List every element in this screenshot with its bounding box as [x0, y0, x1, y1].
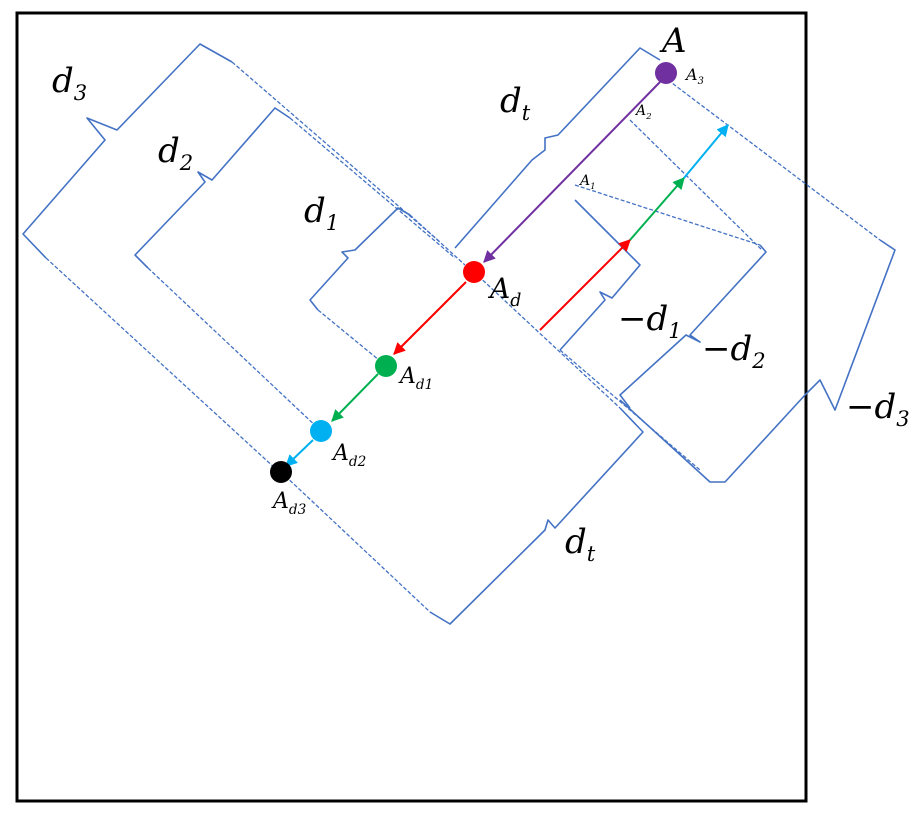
brace-dt-top [454, 47, 661, 249]
point-A [655, 62, 677, 84]
guide-neg-d3-lower [559, 349, 701, 471]
label-dt-bottom: dt [565, 522, 596, 566]
diagram-frame [15, 11, 808, 803]
label-A: A [659, 21, 687, 61]
vector-Ad-to-Ad1 [393, 281, 467, 355]
label-neg-d3: −d3 [846, 387, 910, 431]
guide-dt-mid [473, 271, 621, 409]
brace-neg-d1-inner [559, 199, 641, 351]
label-d2: d2 [158, 131, 193, 175]
point-Ad2 [310, 420, 332, 442]
label-Ad2: Ad2 [331, 441, 366, 470]
label-dt-top: dt [500, 81, 531, 125]
vector-neg-d3 [683, 124, 729, 179]
label-A3: A3 [684, 65, 704, 87]
brace-dt-bottom [429, 407, 644, 625]
vector-A-to-Ad [483, 81, 661, 263]
brace-d2 [134, 107, 291, 269]
label-Ad1: Ad1 [398, 364, 433, 393]
label-Ad3: Ad3 [271, 489, 307, 518]
label-neg-d1: −d1 [618, 299, 682, 343]
brace-d3 [22, 43, 233, 259]
vector-Ad2-to-Ad3 [285, 439, 314, 467]
vector-neg-d2 [629, 177, 685, 241]
label-Ad: Ad [487, 272, 521, 311]
label-d1: d1 [304, 191, 339, 235]
label-neg-d2: −d2 [702, 329, 766, 373]
point-Ad3 [270, 461, 292, 483]
guide-d1 [409, 214, 466, 266]
vector-neg-d1 [539, 239, 631, 331]
guide-dt-bottom [280, 471, 431, 613]
guide-A2 [629, 119, 763, 251]
guide-d2-lower [147, 267, 321, 431]
label-A2: A2 [634, 103, 652, 122]
guide-d2 [289, 117, 456, 259]
guide-A3 [667, 79, 881, 241]
brace-neg-d2 [619, 239, 896, 483]
label-d3: d3 [52, 61, 87, 105]
point-Ad1 [375, 355, 397, 377]
brace-d1 [309, 207, 411, 311]
label-A1: A1 [578, 173, 596, 192]
guide-A1 [574, 184, 761, 246]
vector-Ad1-to-Ad2 [331, 373, 379, 422]
point-Ad [463, 261, 485, 283]
guide-d3-lower [45, 257, 278, 471]
guide-d1-lower [317, 309, 386, 366]
brace-neg-d1 [619, 244, 767, 409]
